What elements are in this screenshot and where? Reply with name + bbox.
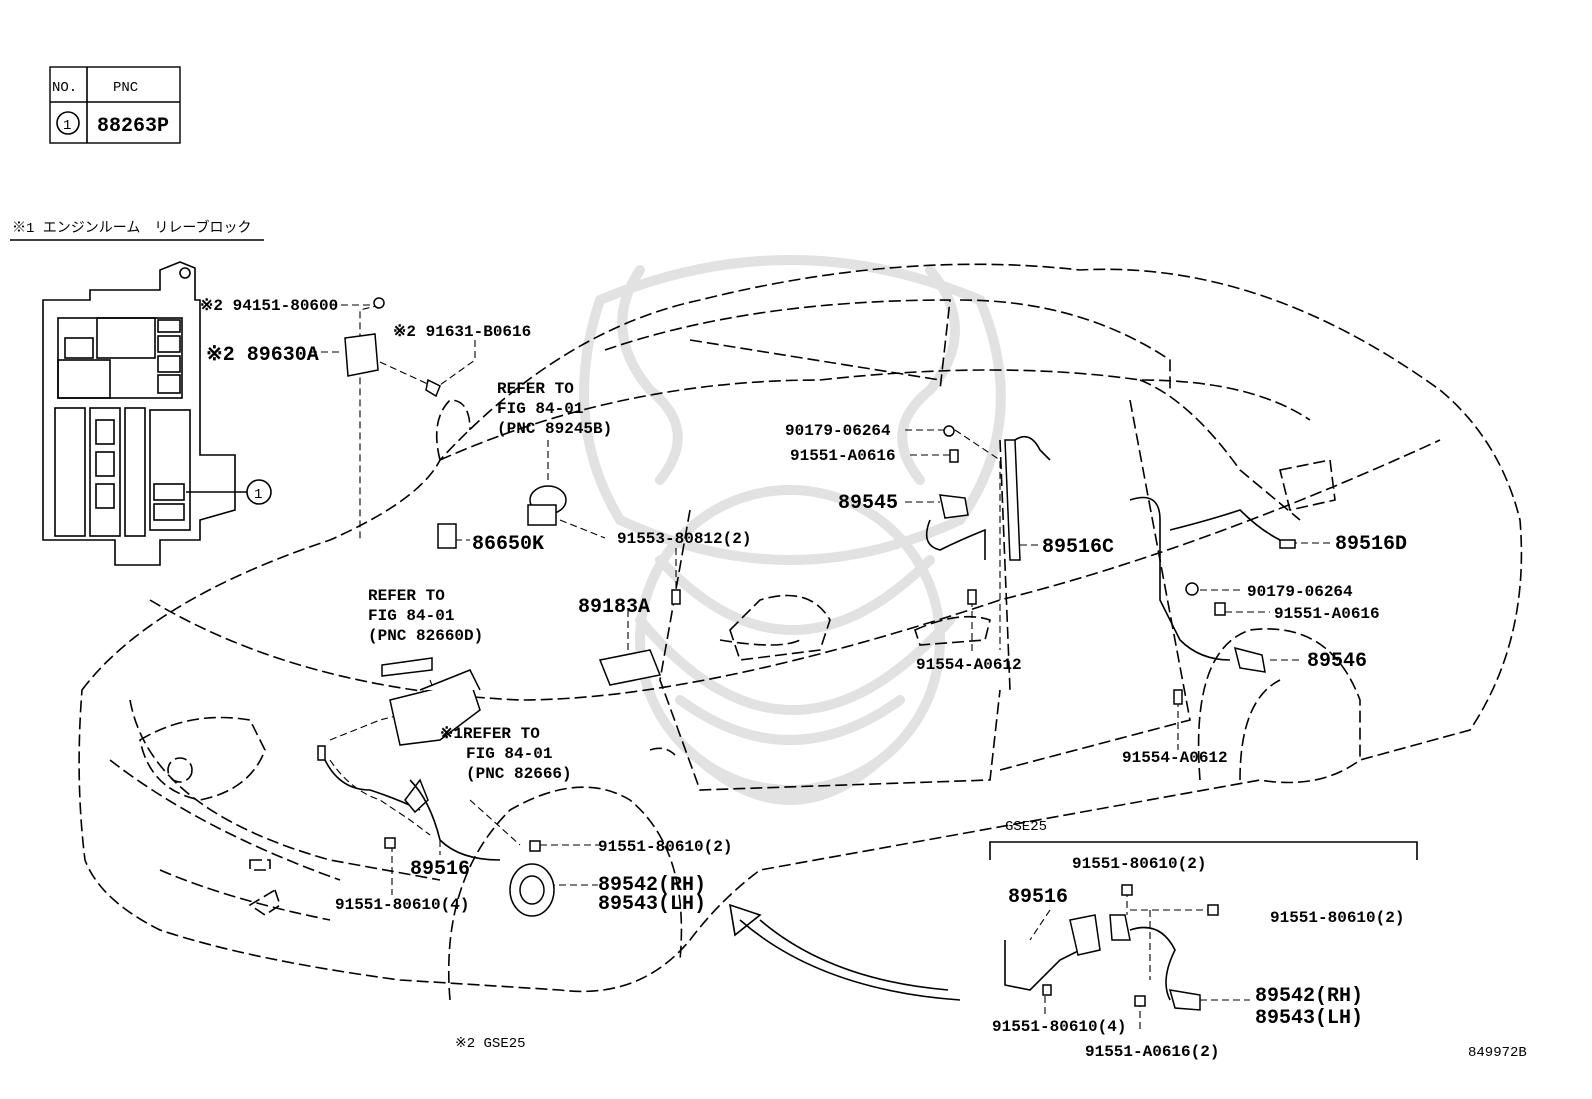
inset-label-89543-lh: 89543(LH) [1255,1007,1363,1030]
label-91554-a0612-b: 91554-A0612 [1122,749,1228,767]
label-89516c: 89516C [1042,536,1114,559]
label-91551-80610-4: 91551-80610(4) [335,896,469,914]
label-89545: 89545 [838,492,898,515]
inset-label-91551-bottom: 91551-80610(4) [992,1018,1126,1036]
inset-parts [1004,884,1250,1030]
label-refer2-line3: (PNC 82660D) [368,627,483,645]
inset-label-91551-top: 91551-80610(2) [1072,855,1206,873]
label-91554-a0612-a: 91554-A0612 [916,656,1022,674]
inset-labels: GSE25 91551-80610(2) 89516 91551-80610(2… [992,819,1404,1061]
label-refer1-line3: (PNC 89245B) [497,420,612,438]
label-89516: 89516 [410,858,470,881]
table-row-pnc: 88263P [97,115,169,138]
label-89546: 89546 [1307,650,1367,673]
leader-lines [310,304,1330,895]
label-86650k: 86650K [472,533,544,556]
label-91631-b0616: ※2 91631-B0616 [393,323,531,341]
label-89183a: 89183A [578,596,650,619]
label-refer3-line1: ※1REFER TO [440,725,540,743]
label-89542-rh: 89542(RH) [598,874,706,897]
callout-labels: ※2 94151-80600 ※2 91631-B0616 ※2 89630A … [200,297,1407,1052]
label-refer3-line3: (PNC 82666) [466,765,572,783]
label-gse25-note: ※2 GSE25 [455,1036,526,1052]
label-91551-80610-2: 91551-80610(2) [598,838,732,856]
table-row-no: 1 [63,118,71,134]
label-89543-lh: 89543(LH) [598,893,706,916]
watermark [579,255,1006,805]
parts [317,297,1296,917]
inset-frame [989,841,1418,860]
label-91553-80812: 91553-80812(2) [617,530,751,548]
label-90179-06264-a: 90179-06264 [785,422,891,440]
inset-title: GSE25 [1005,819,1047,835]
label-refer1-line1: REFER TO [497,380,574,398]
pointer-arrow [728,903,961,1001]
table-header-pnc: PNC [113,80,138,96]
label-89630a: ※2 89630A [206,344,319,367]
label-94151-80600: ※2 94151-80600 [200,297,338,315]
inset-label-91551-right: 91551-80610(2) [1270,909,1404,927]
label-89516d: 89516D [1335,533,1407,556]
label-90179-06264-b: 90179-06264 [1247,583,1353,601]
inset-label-89516: 89516 [1008,886,1068,909]
label-91551-a0616-a: 91551-A0616 [790,447,896,465]
label-refer1-line2: FIG 84-01 [497,400,583,418]
table-header-no: NO. [52,80,77,96]
inset-label-89542-rh: 89542(RH) [1255,985,1363,1008]
label-refer3-line2: FIG 84-01 [466,745,552,763]
vehicle-outline [78,263,1523,1001]
inset-label-91551-a0616: 91551-A0616(2) [1085,1043,1219,1061]
label-refer2-line1: REFER TO [368,587,445,605]
pnc-table: NO. PNC 1 88263P [49,66,181,144]
relay-block-callout: 1 [254,487,262,503]
relay-block-drawing: 1 [42,261,272,566]
label-91551-a0616-b: 91551-A0616 [1274,605,1380,623]
figure-id: 849972B [1468,1045,1527,1061]
relay-block-title: ※1 エンジンルーム リレーブロック [12,219,252,237]
label-refer2-line2: FIG 84-01 [368,607,454,625]
